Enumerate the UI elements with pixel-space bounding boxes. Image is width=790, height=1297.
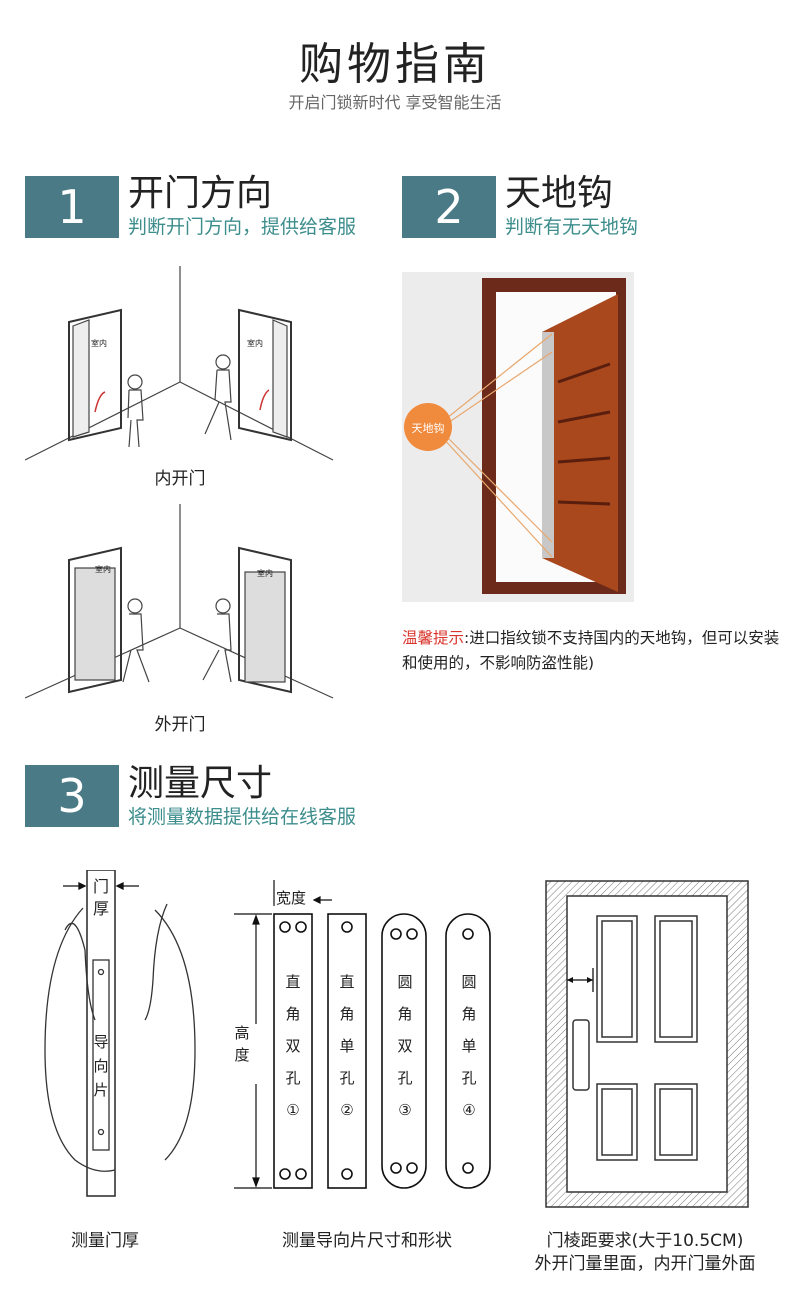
section-2-subtitle: 判断有无天地钩 bbox=[505, 216, 639, 238]
room-label-left: 室内 bbox=[91, 338, 107, 348]
tip-label: 温馨提示 bbox=[402, 629, 465, 647]
hook-badge: 天地钩 bbox=[412, 421, 445, 435]
caption-frame-1: 门棱距要求(大于10.5CM) bbox=[546, 1231, 744, 1251]
section-3-title: 测量尺寸 bbox=[128, 763, 273, 804]
inward-caption: 内开门 bbox=[154, 469, 206, 489]
caption-thickness: 测量门厚 bbox=[71, 1231, 139, 1251]
guide-plates-drawing bbox=[234, 880, 491, 1189]
door-thickness-drawing bbox=[44, 870, 196, 1197]
inward-door-illustration: 室内 室内 bbox=[25, 266, 334, 461]
page-subtitle: 开启门锁新时代 享受智能生活 bbox=[288, 93, 502, 112]
section-2-title: 天地钩 bbox=[505, 173, 614, 214]
section-1-subtitle: 判断开门方向，提供给客服 bbox=[128, 216, 357, 238]
thickness-label: 门厚 bbox=[92, 877, 109, 918]
door-frame-drawing bbox=[545, 880, 749, 1208]
caption-plate: 测量导向片尺寸和形状 bbox=[282, 1231, 452, 1251]
outward-caption: 外开门 bbox=[154, 715, 206, 735]
width-label: 宽度 bbox=[276, 889, 307, 907]
section-2-number: 2 bbox=[402, 176, 496, 238]
section-1-title: 开门方向 bbox=[128, 173, 273, 214]
room-label-out-left: 室内 bbox=[95, 564, 111, 574]
page-title: 购物指南 bbox=[299, 39, 491, 90]
caption-frame-2: 外开门量里面，内开门量外面 bbox=[534, 1254, 756, 1274]
room-label-right: 室内 bbox=[247, 338, 263, 348]
height-label: 高度 bbox=[234, 1024, 250, 1064]
hook-tip: 温馨提示:进口指纹锁不支持国内的天地钩，但可以安装和使用的，不影响防盗性能) bbox=[402, 626, 782, 676]
outward-door-illustration: 室内 室内 bbox=[25, 504, 334, 699]
guide-label: 导向片 bbox=[93, 1033, 109, 1099]
hook-door-photo: 天地钩 bbox=[402, 272, 634, 602]
section-3-number: 3 bbox=[25, 765, 119, 827]
tip-text: :进口指纹锁不支持国内的天地钩，但可以安装和使用的，不影响防盗性能) bbox=[402, 629, 780, 672]
section-3-subtitle: 将测量数据提供给在线客服 bbox=[128, 806, 357, 828]
room-label-out-right: 室内 bbox=[257, 568, 273, 578]
section-1-number: 1 bbox=[25, 176, 119, 238]
